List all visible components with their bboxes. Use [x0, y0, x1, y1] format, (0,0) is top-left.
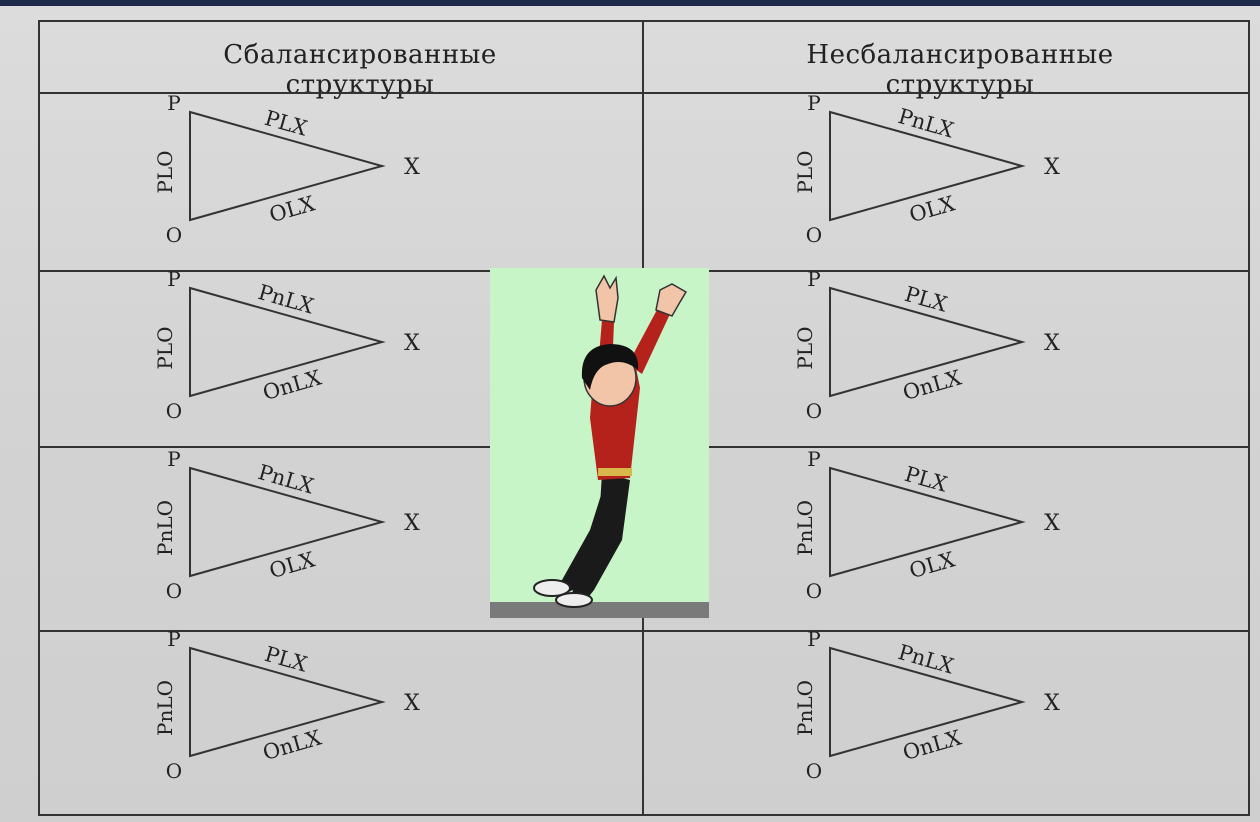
side-ox-label: OnLX: [260, 726, 324, 766]
jumping-boy-icon: [490, 274, 709, 618]
side-px-label: PnLX: [255, 280, 316, 319]
vertex-p-label: P: [167, 627, 180, 651]
side-px-label: PnLX: [255, 460, 316, 499]
header-balanced: Сбалансированные структуры: [223, 40, 497, 100]
side-px-label: PnLX: [895, 640, 956, 679]
row-divider: [40, 630, 1248, 632]
side-po-label: PnLO: [153, 680, 177, 736]
side-po-label: PnLO: [793, 680, 817, 736]
vertex-p-label: P: [167, 91, 180, 115]
triad-triangle: [189, 286, 386, 398]
vertex-p-label: P: [807, 91, 820, 115]
vertex-o-label: O: [166, 759, 182, 783]
triad-triangle: [189, 646, 386, 758]
triad-triangle: [189, 110, 386, 222]
vertex-x-label: X: [404, 331, 420, 356]
vertex-x-label: X: [404, 511, 420, 536]
vertex-p-label: P: [807, 627, 820, 651]
vertex-o-label: O: [806, 759, 822, 783]
side-px-label: PnLX: [895, 104, 956, 143]
vertex-x-label: X: [1044, 691, 1060, 716]
triad-triangle: [189, 466, 386, 578]
vertex-o-label: O: [806, 399, 822, 423]
header-unbalanced: Несбалансированные структуры: [806, 40, 1114, 100]
side-px-label: PLX: [262, 642, 310, 677]
structures-table: Сбалансированные структуры Несбалансиров…: [38, 20, 1250, 816]
side-po-label: PLO: [153, 326, 177, 369]
row-divider: [40, 92, 1248, 94]
vertex-o-label: O: [806, 223, 822, 247]
triad-triangle: [829, 286, 1026, 398]
vertex-o-label: O: [166, 223, 182, 247]
jumping-boy-illustration: [490, 268, 709, 618]
side-po-label: PnLO: [793, 500, 817, 556]
side-po-label: PnLO: [153, 500, 177, 556]
triad-diagram: P O X PnLO PnLX OnLX: [793, 627, 1060, 783]
side-px-label: PLX: [902, 462, 950, 497]
vertex-x-label: X: [1044, 331, 1060, 356]
triad-triangle: [829, 110, 1026, 222]
side-po-label: PLO: [793, 150, 817, 193]
triad-diagram: P O X PLO PLX OnLX: [793, 267, 1060, 423]
triad-diagram: P O X PLO PnLX OnLX: [153, 267, 420, 423]
vertex-p-label: P: [167, 447, 180, 471]
vertex-o-label: O: [166, 579, 182, 603]
vertex-p-label: P: [167, 267, 180, 291]
side-ox-label: OnLX: [260, 366, 324, 406]
triad-diagram: P O X PnLO PLX OnLX: [153, 627, 420, 783]
side-px-label: PLX: [262, 106, 310, 141]
vertex-x-label: X: [404, 691, 420, 716]
side-po-label: PLO: [793, 326, 817, 369]
vertex-o-label: O: [806, 579, 822, 603]
triad-triangle: [829, 646, 1026, 758]
vertex-x-label: X: [1044, 511, 1060, 536]
vertex-x-label: X: [404, 155, 420, 180]
vertex-p-label: P: [807, 447, 820, 471]
vertex-x-label: X: [1044, 155, 1060, 180]
vertex-p-label: P: [807, 267, 820, 291]
side-px-label: PLX: [902, 282, 950, 317]
top-border: [0, 0, 1260, 6]
side-ox-label: OnLX: [900, 366, 964, 406]
side-ox-label: OnLX: [900, 726, 964, 766]
side-po-label: PLO: [153, 150, 177, 193]
triad-triangle: [829, 466, 1026, 578]
vertex-o-label: O: [166, 399, 182, 423]
